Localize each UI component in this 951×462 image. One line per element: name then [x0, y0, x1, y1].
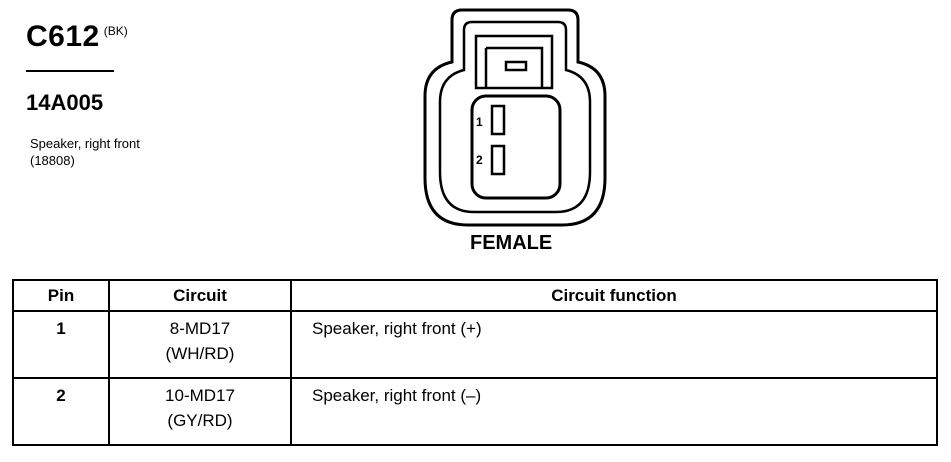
connector-description: Speaker, right front: [30, 136, 140, 151]
circuit-number: 8-MD17: [169, 319, 231, 338]
col-header-function: Circuit function: [290, 279, 938, 312]
connector-face-drawing: 1 2: [423, 8, 607, 227]
function-cell: Speaker, right front (–): [290, 377, 938, 446]
col-header-pin: Pin: [12, 279, 110, 312]
connector-code: C612: [26, 20, 100, 53]
connector-latch-tab: [484, 46, 544, 88]
circuit-cell: 8-MD17 (WH/RD): [108, 310, 292, 379]
pin-2-label: 2: [476, 153, 483, 167]
part-number: 14A005: [26, 90, 104, 115]
connector-inner-shell: [438, 20, 592, 214]
pin-cell: 2: [12, 377, 110, 446]
connector-reference: (18808): [30, 153, 75, 168]
connector-header: C612(BK): [26, 20, 128, 54]
header-divider: [26, 70, 114, 72]
connector-outer-shell: [423, 8, 607, 227]
pin-cell: 1: [12, 310, 110, 379]
col-header-circuit: Circuit: [108, 279, 292, 312]
function-cell: Speaker, right front (+): [290, 310, 938, 379]
wire-color: (GY/RD): [167, 411, 233, 430]
circuit-cell: 10-MD17 (GY/RD): [108, 377, 292, 446]
connector-cavity-body: [470, 94, 562, 200]
table-header-row: Pin Circuit Circuit function: [12, 279, 938, 312]
connector-latch-frame: [474, 34, 554, 90]
pin-1-slot: [490, 104, 506, 136]
wire-color: (WH/RD): [165, 344, 235, 363]
pin-1-label: 1: [476, 115, 483, 129]
table-row: 2 10-MD17 (GY/RD) Speaker, right front (…: [12, 377, 938, 446]
pin-2-slot: [490, 144, 506, 176]
connector-gender: FEMALE: [470, 232, 553, 254]
connector-color: (BK): [103, 24, 128, 38]
pinout-table: Pin Circuit Circuit function 1 8-MD17 (W…: [12, 279, 938, 446]
circuit-number: 10-MD17: [165, 386, 235, 405]
table-row: 1 8-MD17 (WH/RD) Speaker, right front (+…: [12, 310, 938, 379]
